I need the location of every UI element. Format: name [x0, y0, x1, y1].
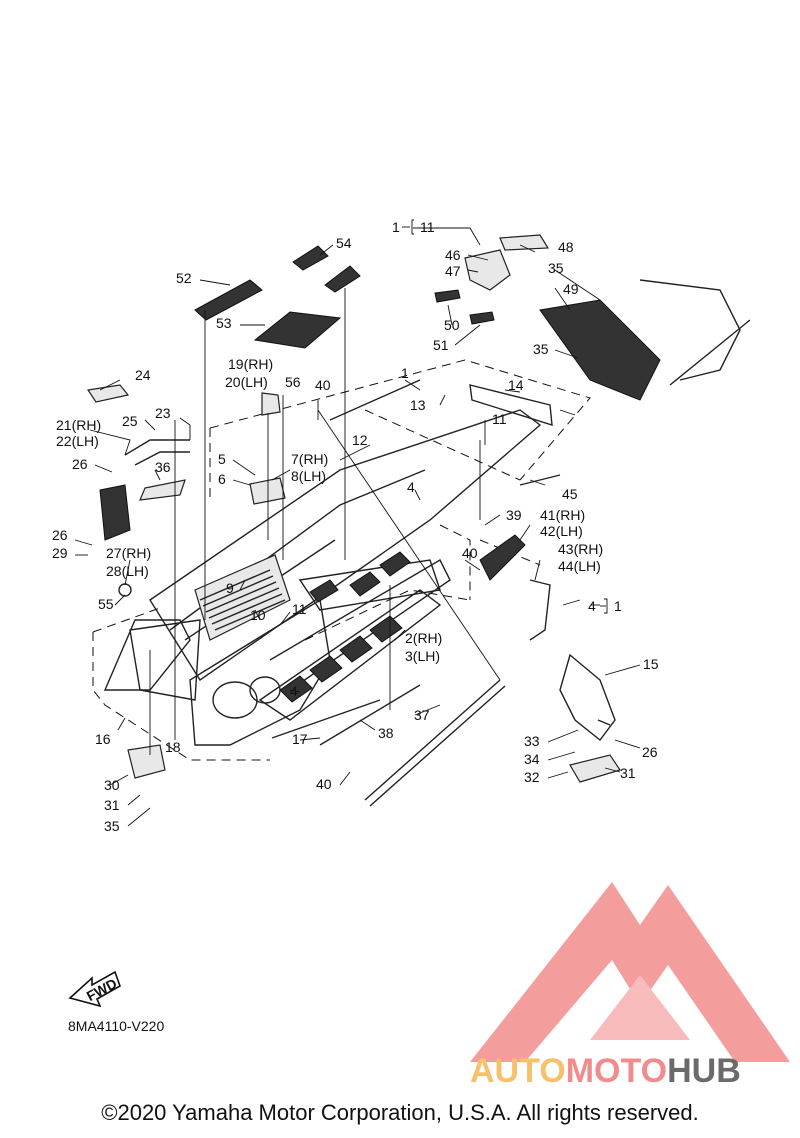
callout-label: 37	[414, 707, 430, 723]
brand-part-hub: HUB	[667, 1052, 741, 1090]
tunnel-vents	[199, 569, 286, 631]
callout-label: 40	[462, 545, 478, 561]
callout-label: 23	[155, 405, 171, 421]
callout-label: 35	[104, 818, 120, 834]
callout-label: 11	[292, 601, 307, 617]
callout-label: 11	[420, 219, 435, 235]
callout-label: 40	[316, 776, 332, 792]
callout-label: 4	[290, 683, 298, 699]
callout-label: 26	[642, 744, 658, 760]
callout-label: 3(LH)	[405, 648, 440, 664]
callout-label: 53	[216, 315, 232, 331]
callout-label: 49	[563, 281, 579, 297]
callout-label: 12	[352, 432, 368, 448]
fwd-arrow-icon: FWD	[68, 970, 121, 1008]
callout-label: 21(RH)	[56, 417, 101, 433]
callout-label: 20(LH)	[225, 374, 268, 390]
callout-label: 39	[506, 507, 522, 523]
callout-label: 2(RH)	[405, 630, 442, 646]
callout-label: 31	[620, 765, 636, 781]
callout-label: 4	[407, 479, 415, 495]
callout-label: 1	[614, 598, 622, 614]
right-side-parts	[479, 474, 621, 783]
callout-label: 29	[52, 545, 68, 561]
callout-label: 45	[562, 486, 578, 502]
tunnel-frame	[103, 379, 542, 746]
brand-part-auto: AUTO	[470, 1052, 566, 1090]
callout-label: 22(LH)	[56, 433, 99, 449]
callout-label: 17	[292, 731, 308, 747]
callout-label: 1	[401, 365, 409, 381]
callout-label: 26	[72, 456, 88, 472]
callout-label: 35	[533, 341, 549, 357]
drawing-code: 8MA4110-V220	[68, 1018, 165, 1034]
callout-label: 35	[548, 260, 564, 276]
callout-labels: 1 11 46 47 48 35 49 50 51 35 54 52 53 19…	[52, 219, 659, 834]
callout-label: 4	[588, 598, 596, 614]
callout-label: 16	[95, 731, 111, 747]
callout-label: 34	[524, 751, 540, 767]
left-side-parts	[86, 384, 286, 779]
callout-label: 48	[558, 239, 574, 255]
callout-label: 52	[176, 270, 192, 286]
running-board	[258, 551, 442, 721]
callout-label: 46	[445, 247, 461, 263]
copyright-notice: ©2020 Yamaha Motor Corporation, U.S.A. A…	[101, 1100, 699, 1125]
watermark-logo	[470, 882, 790, 1062]
callout-label: 15	[643, 656, 659, 672]
callout-label: 28(LH)	[106, 563, 149, 579]
bracket-marks	[402, 219, 608, 614]
callout-label: 24	[135, 367, 151, 383]
callout-label: 51	[433, 337, 449, 353]
callout-label: 11	[492, 411, 507, 427]
callout-label: 13	[410, 397, 426, 413]
callout-label: 55	[98, 596, 114, 612]
callout-label: 32	[524, 769, 540, 785]
cross-bars	[271, 679, 506, 807]
rear-bumper-assembly	[434, 234, 751, 426]
callout-label: 18	[165, 739, 181, 755]
callout-label: 47	[445, 263, 461, 279]
callout-label: 19(RH)	[228, 356, 273, 372]
callout-label: 26	[52, 527, 68, 543]
brand-logo-text: AUTOMOTOHUB	[470, 1052, 741, 1091]
callout-label: 6	[218, 471, 226, 487]
callout-label: 38	[378, 725, 394, 741]
callout-label: 30	[104, 777, 120, 793]
callout-label: 41(RH)	[540, 507, 585, 523]
callout-label: 54	[336, 235, 352, 251]
callout-label: 14	[508, 377, 524, 393]
callout-label: 42(LH)	[540, 523, 583, 539]
callout-label: 9	[226, 580, 234, 596]
callout-label: 43(RH)	[558, 541, 603, 557]
callout-label: 10	[250, 607, 266, 623]
brand-part-moto: MOTO	[565, 1052, 668, 1090]
callout-label: 44(LH)	[558, 558, 601, 574]
callout-label: 33	[524, 733, 540, 749]
callout-label: 56	[285, 374, 301, 390]
callout-label: 31	[104, 797, 120, 813]
callout-label: 7(RH)	[291, 451, 328, 467]
callout-label: 5	[218, 451, 226, 467]
callout-label: 1	[392, 219, 400, 235]
callout-label: 40	[315, 377, 331, 393]
callout-label: 36	[155, 459, 171, 475]
callout-label: 50	[444, 317, 460, 333]
leader-lines	[74, 227, 641, 827]
callout-label: 27(RH)	[106, 545, 151, 561]
callout-label: 8(LH)	[291, 468, 326, 484]
callout-label: 25	[122, 413, 138, 429]
top-plates	[194, 245, 361, 349]
